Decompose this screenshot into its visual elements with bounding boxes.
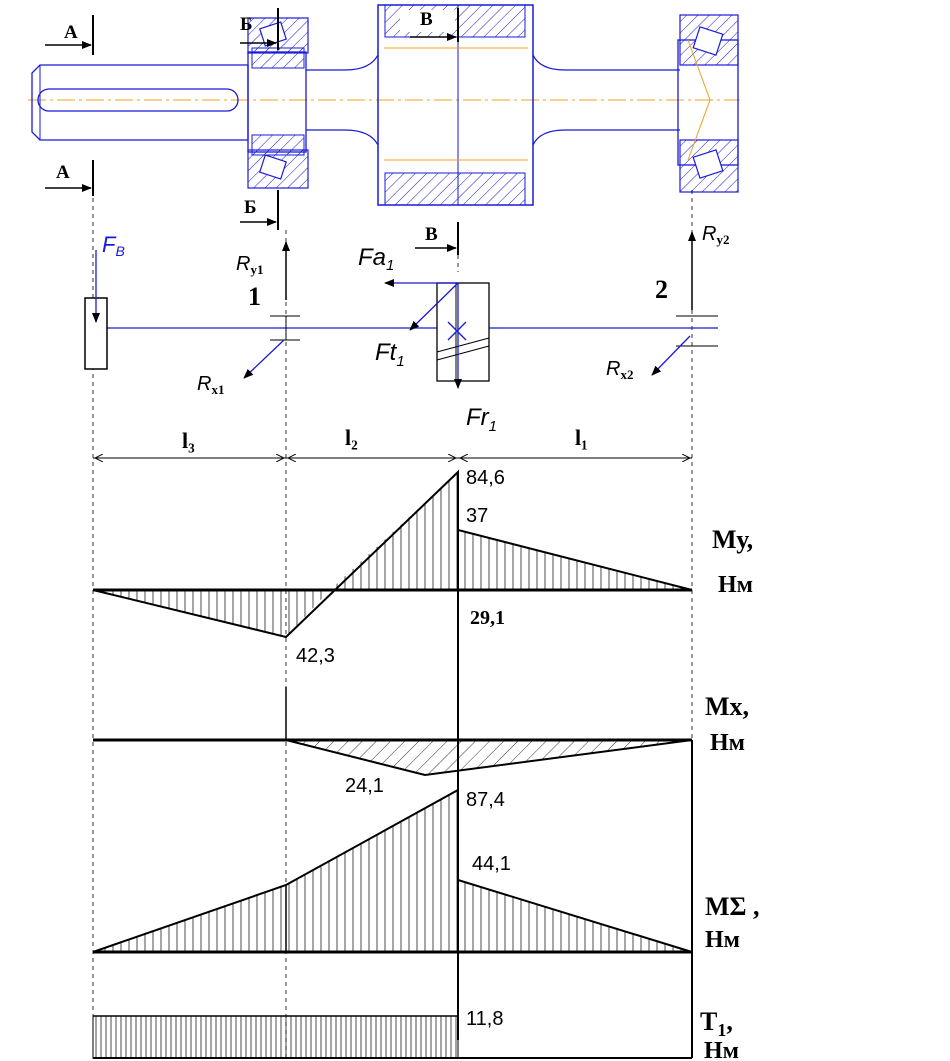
msum-value-441: 44,1 [472,853,511,875]
msum-value-874: 87,4 [466,789,505,811]
section-marks: А А Б Б В В [45,8,459,255]
msum-curve [92,788,693,953]
t1-unit: Нм [704,1038,739,1061]
section-b-bottom-label: Б [244,197,257,218]
span-l3-label: l₃ [182,428,195,453]
force-rx2-label: Rх2 [606,358,633,382]
my-title: Му, [712,525,753,554]
my-diagram: 84,6 37 42,3 29,1 Му, Нм [92,467,753,667]
shaft-drawing [28,4,740,206]
force-ry1-label: Rу1 [236,253,263,277]
keyway-slot [37,88,239,112]
my-value-423: 42,3 [296,645,335,667]
mx-title: Мх, [705,692,749,721]
force-fa-label: Fa1 [358,244,394,274]
msum-unit: Нм [705,927,740,953]
force-ft-label: Ft1 [375,339,405,370]
section-a-top-label: А [64,22,78,43]
mx-area [286,740,692,775]
mx-value-241: 24,1 [345,775,384,797]
support-2-label: 2 [655,275,668,304]
mx-curve [93,739,693,777]
msum-area-left [93,790,458,952]
my-unit: Нм [718,572,753,598]
section-b-top-label: Б [240,14,253,35]
force-ry2-label: Rу2 [702,223,729,247]
t1-title: Т1, [700,1007,733,1040]
my-negative-area [93,590,330,637]
my-value-37: 37 [466,505,488,527]
t1-value-118: 11,8 [466,1008,503,1030]
mx-diagram: 24,1 Мх, Нм [93,692,749,797]
force-fb-label: FB [102,232,125,259]
msum-title: МΣ , [705,892,760,921]
section-a-bottom-label: А [56,162,70,183]
t1-diagram: 11,8 Т1, Нм [92,1007,739,1061]
shaft-end-outline [31,64,249,141]
gear-block [436,282,490,382]
force-rx1-label: Rх1 [197,373,224,397]
force-fr-label: Fr1 [466,404,497,435]
my-value-846: 84,6 [466,467,505,489]
span-dimensions: l₃ l₂ l₁ [93,425,692,458]
right-bearing-upper [679,14,739,66]
mx-unit: Нм [710,730,745,756]
t1-area [92,1015,459,1059]
support-1-label: 1 [248,282,261,311]
section-v-top-label: В [420,9,433,30]
msum-diagram: 87,4 44,1 МΣ , Нм [92,788,760,954]
span-l2-label: l₂ [345,425,358,450]
section-v-bottom-label: В [425,224,438,245]
force-scheme: FB Rу1 1 Rх1 Fa1 Ft1 Fr1 [84,190,729,1058]
my-value-291: 29,1 [470,607,505,629]
span-l1-label: l₁ [575,425,588,450]
